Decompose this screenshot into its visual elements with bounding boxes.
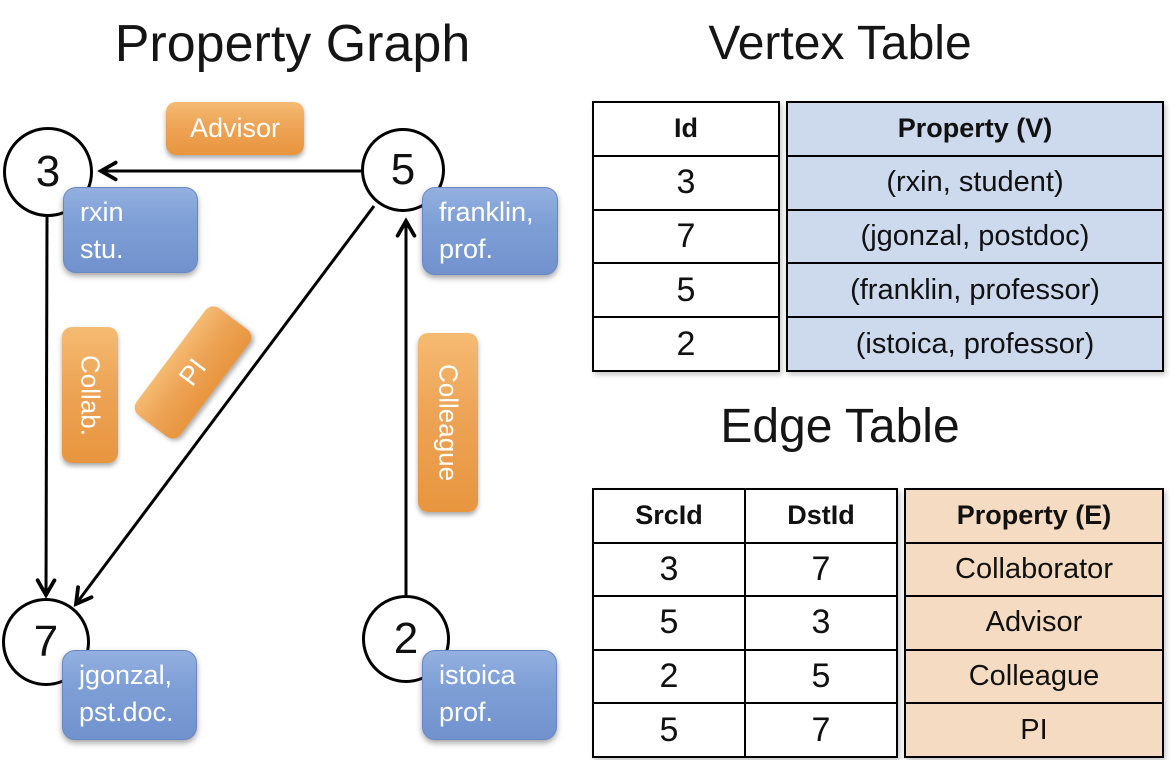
- edge-table-cell: 5: [659, 710, 679, 749]
- edge-table-header-dstid: DstId: [746, 490, 896, 544]
- edge-label-text: Collab.: [75, 354, 106, 436]
- edge-5-to-7: [73, 205, 376, 608]
- vertex-table-header-id: Id: [594, 103, 778, 157]
- vertex-table-property-column: Property (V) (rxin, student) (jgonzal, p…: [786, 101, 1164, 372]
- edge-table-cell: 7: [746, 544, 896, 598]
- property-box-jgonzal: jgonzal, pst.doc.: [62, 650, 197, 740]
- vertex-table-cell: (istoica, professor): [855, 327, 1095, 360]
- vertex-table-cell: 5: [594, 264, 778, 319]
- edge-table-cell: Collaborator: [906, 544, 1162, 598]
- vertex-table-cell: (jgonzal, postdoc): [788, 211, 1162, 265]
- edge-table-dstid-column: DstId 7 3 5 7: [746, 490, 896, 756]
- property-line: stu.: [80, 234, 124, 264]
- edge-table-property-column: Property (E) Collaborator Advisor Collea…: [904, 488, 1164, 758]
- node-label: 7: [33, 617, 59, 666]
- vertex-table-cell: (franklin, professor): [788, 264, 1162, 319]
- edge-table-cell: PI: [1020, 713, 1048, 746]
- edge-label-text: Advisor: [189, 113, 281, 143]
- graph-node-2: 2: [362, 595, 450, 683]
- graph-edge-lines: [35, 160, 417, 608]
- property-line: prof.: [439, 234, 494, 264]
- property-box-franklin: franklin, prof.: [422, 187, 558, 275]
- edge-table-cell: 2: [594, 651, 744, 705]
- edge-label-colleague: Colleague: [418, 333, 478, 512]
- property-line: pst.doc.: [79, 697, 174, 727]
- vertex-table-cell: (rxin, student): [788, 157, 1162, 211]
- edge-label-collab: Collab.: [62, 327, 118, 463]
- property-line: prof.: [439, 697, 494, 727]
- edge-table-id-columns: SrcId 3 5 2 5 DstId 7 3 5 7: [592, 488, 898, 758]
- node-label: 5: [390, 145, 416, 194]
- edge-table-cell: 7: [811, 710, 831, 749]
- property-line: franklin,: [439, 197, 534, 227]
- edge-label-text: PI: [172, 352, 213, 392]
- property-box-rxin: rxin stu.: [63, 187, 198, 273]
- edge-3-to-7: [35, 216, 57, 599]
- graph-node-5: 5: [361, 128, 445, 212]
- edge-table-header-srcid: SrcId: [594, 490, 744, 544]
- edge-table-srcid-column: SrcId 3 5 2 5: [594, 490, 746, 756]
- vertex-table-id-column: Id 3 7 5 2: [592, 101, 780, 372]
- edge-table-cell: 3: [594, 544, 744, 598]
- edge-table-cell: 3: [746, 597, 896, 651]
- edge-table-header-property: Property (E): [906, 490, 1162, 544]
- property-line: istoica: [439, 660, 516, 690]
- property-line: rxin: [80, 197, 124, 227]
- edge-table-cell: 5: [746, 651, 896, 705]
- vertex-table-header-property: Property (V): [788, 103, 1162, 157]
- node-label: 2: [393, 614, 419, 663]
- edge-table-cell: 5: [594, 597, 744, 651]
- edge-label-text: Colleague: [433, 363, 464, 482]
- edge-table-title: Edge Table: [720, 400, 960, 453]
- vertex-table-cell: 3: [594, 157, 778, 211]
- property-line: jgonzal,: [79, 660, 173, 690]
- edge-table-cell: Colleague: [906, 651, 1162, 705]
- edge-label-advisor: Advisor: [166, 102, 304, 155]
- vertex-table-title: Vertex Table: [708, 17, 972, 70]
- property-graph-title: Property Graph: [114, 15, 471, 73]
- property-box-istoica: istoica prof.: [422, 650, 557, 740]
- vertex-table-cell: 7: [594, 211, 778, 265]
- edge-table-cell: Advisor: [906, 597, 1162, 651]
- vertex-table-cell: 2: [676, 324, 696, 363]
- node-label: 3: [35, 147, 61, 196]
